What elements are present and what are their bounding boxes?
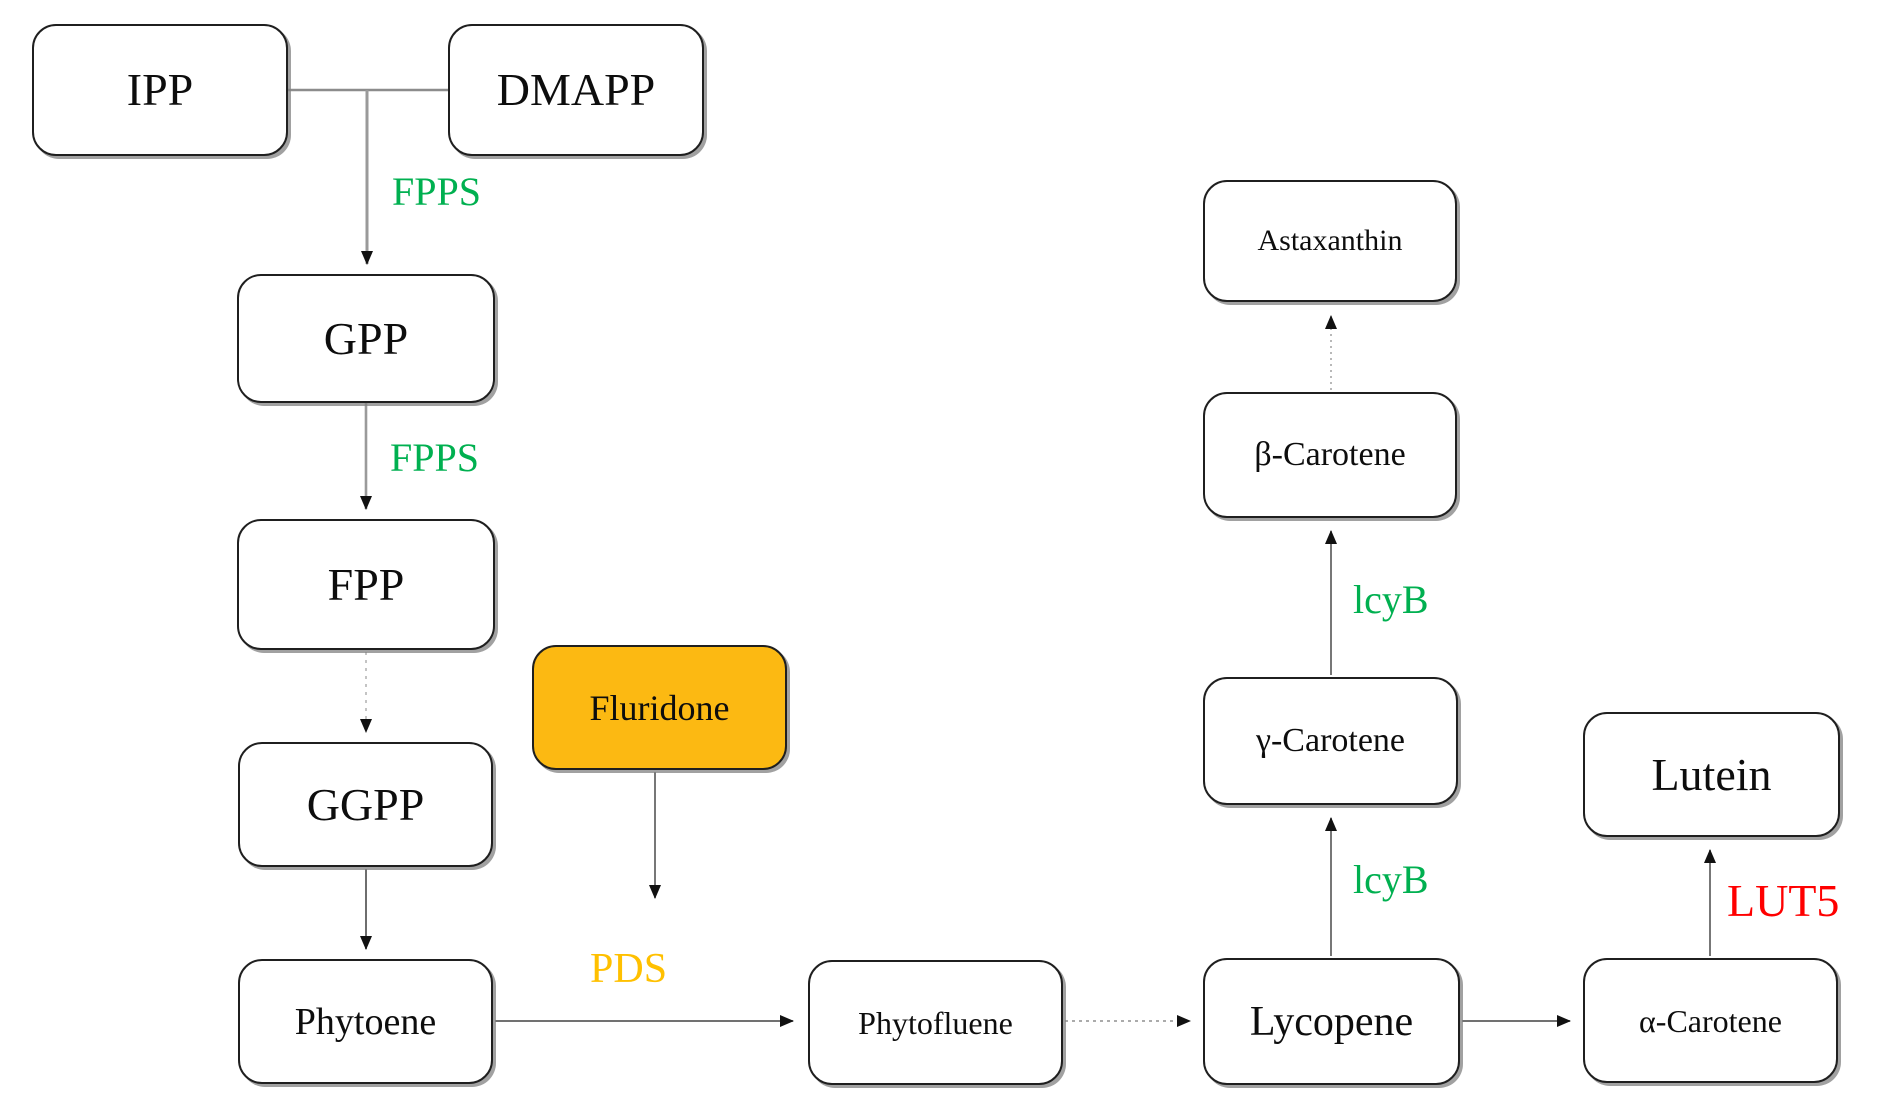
node-astaxanthin-label: Astaxanthin: [1257, 224, 1403, 257]
node-fpp: FPP: [237, 519, 495, 650]
node-gamma-carotene-label: γ-Carotene: [1255, 722, 1406, 759]
enzyme-label-lcyb-lower: lcyB: [1353, 857, 1429, 902]
node-dmapp: DMAPP: [448, 24, 704, 156]
node-beta-carotene: β-Carotene: [1203, 392, 1457, 518]
node-phytoene-label: Phytoene: [294, 1000, 437, 1043]
node-ggpp: GGPP: [238, 742, 493, 867]
node-phytofluene-label: Phytofluene: [858, 1004, 1013, 1041]
node-gpp: GPP: [237, 274, 495, 403]
node-fluridone: Fluridone: [532, 645, 787, 770]
node-beta-carotene-label: β-Carotene: [1254, 436, 1406, 473]
node-fluridone-label: Fluridone: [589, 687, 730, 728]
node-lutein-label: Lutein: [1651, 748, 1772, 800]
node-gpp-label: GPP: [323, 312, 409, 364]
node-fpp-label: FPP: [327, 558, 405, 610]
node-phytoene: Phytoene: [238, 959, 493, 1084]
enzyme-label-lcyb-upper: lcyB: [1353, 577, 1429, 622]
node-ggpp-label: GGPP: [306, 778, 425, 830]
node-ipp-label: IPP: [126, 64, 194, 115]
node-ipp: IPP: [32, 24, 288, 156]
node-dmapp-label: DMAPP: [496, 64, 656, 115]
enzyme-label-fpps-lower: FPPS: [390, 435, 479, 480]
node-lycopene: Lycopene: [1203, 958, 1460, 1085]
node-alpha-carotene-label: α-Carotene: [1639, 1002, 1782, 1039]
node-astaxanthin: Astaxanthin: [1203, 180, 1457, 302]
enzyme-label-pds: PDS: [590, 946, 668, 992]
node-phytofluene: Phytofluene: [808, 960, 1063, 1085]
node-alpha-carotene: α-Carotene: [1583, 958, 1838, 1083]
enzyme-label-lut5: LUT5: [1727, 875, 1840, 926]
node-lutein: Lutein: [1583, 712, 1840, 837]
node-gamma-carotene: γ-Carotene: [1203, 677, 1458, 805]
enzyme-label-fpps-upper: FPPS: [392, 169, 481, 214]
node-lycopene-label: Lycopene: [1249, 998, 1414, 1045]
